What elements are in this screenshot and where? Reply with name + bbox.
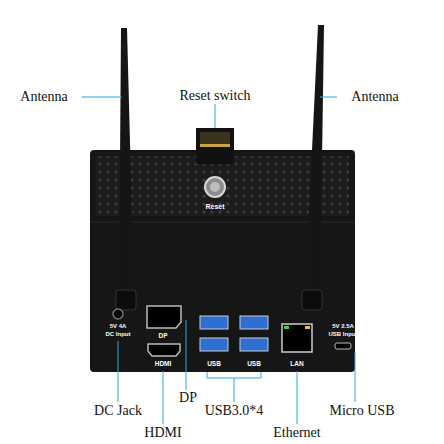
antenna-right	[305, 25, 324, 296]
lan-led	[284, 326, 289, 329]
printed-port-label: LAN	[290, 361, 303, 368]
dc-jack	[113, 309, 123, 319]
printed-port-label: HDMI	[155, 361, 172, 368]
callout-label: USB3.0*4	[205, 404, 264, 418]
antenna-hinge	[116, 290, 136, 310]
printed-port-label: DP	[158, 333, 167, 340]
printed-port-label: 5V 2.5A	[332, 323, 354, 329]
lan-port	[282, 324, 312, 352]
callout-label: DC Jack	[94, 404, 142, 418]
printed-port-label: USB	[207, 361, 221, 368]
callout-label: DP	[179, 391, 197, 405]
usb-port	[200, 316, 228, 329]
board	[200, 132, 230, 146]
callout-label: Ethernet	[273, 426, 320, 440]
leader-lines	[82, 97, 355, 424]
printed-port-label: USB	[247, 361, 261, 368]
callout-label: Antenna	[20, 90, 67, 104]
antenna-left	[119, 28, 134, 296]
board-edge	[200, 144, 230, 147]
callout-label: Antenna	[351, 90, 398, 104]
usb-port	[240, 338, 268, 351]
micro-usb-port	[335, 343, 351, 349]
printed-port-label: DC Input	[106, 331, 131, 337]
top-bracket	[196, 128, 234, 164]
usb-port	[240, 316, 268, 329]
printed-port-label: Reset	[205, 203, 224, 210]
callout-label: HDMI	[144, 426, 181, 440]
printed-port-label: USB Input	[329, 331, 358, 337]
printed-port-label: 5V 4A	[110, 323, 127, 329]
lan-led	[305, 326, 310, 329]
reset-button-cap	[210, 182, 220, 192]
callout-label: Reset switch	[179, 89, 250, 103]
usb-port	[200, 338, 228, 351]
reset-button	[205, 177, 225, 197]
callout-label: Micro USB	[330, 404, 395, 418]
dp-port	[147, 306, 181, 328]
hdmi-port	[148, 344, 180, 356]
antenna-hinge	[302, 290, 322, 310]
